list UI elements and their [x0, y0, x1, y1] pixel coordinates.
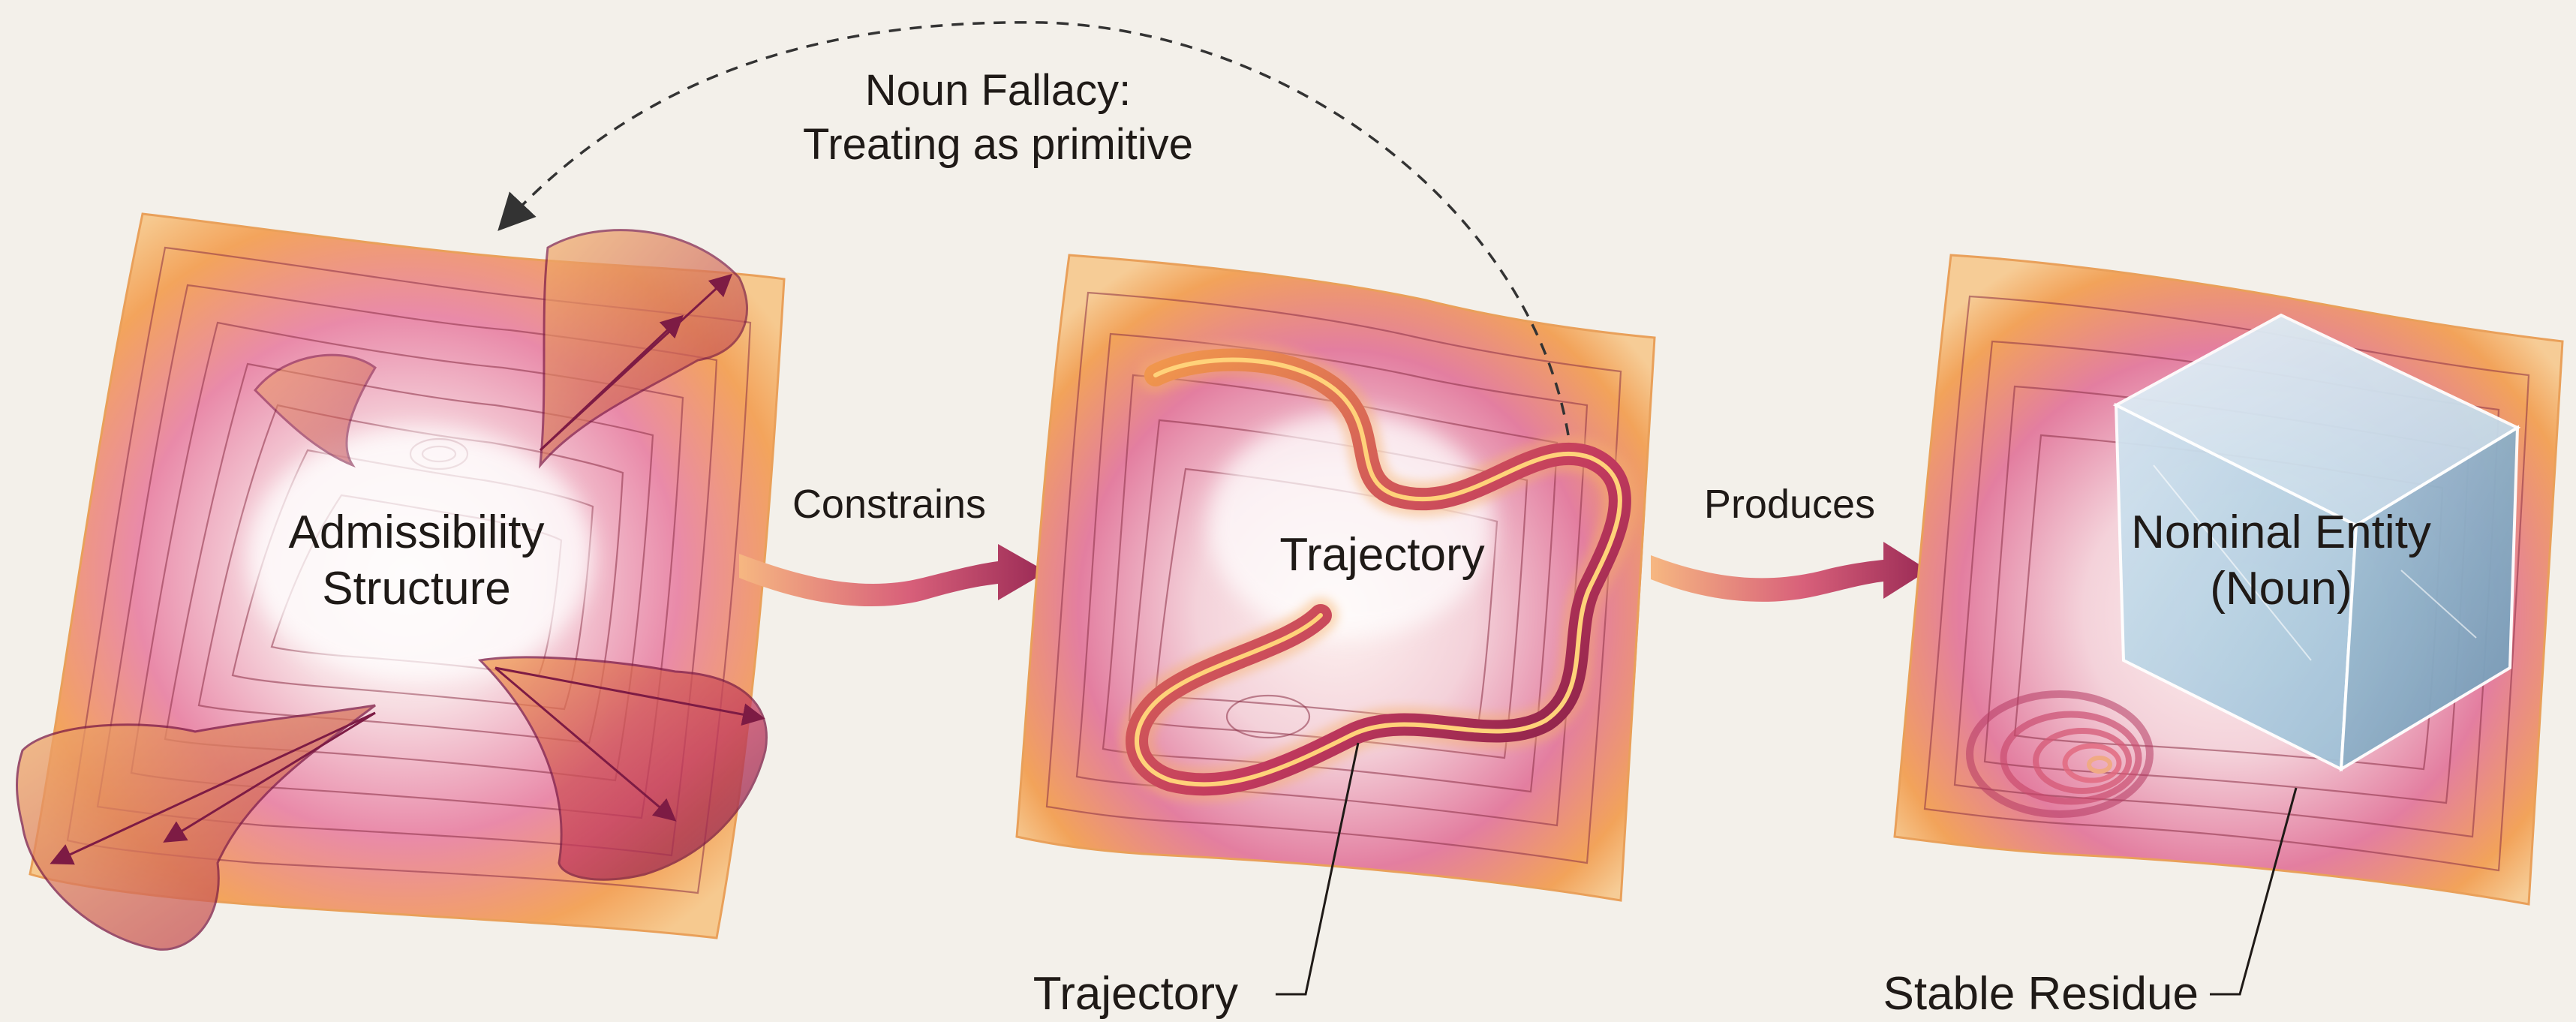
produces-arrow [1651, 542, 1928, 602]
nominal-label-line2: (Noun) [2210, 563, 2352, 615]
trajectory-label: Trajectory [1279, 529, 1484, 581]
admissibility-label-line2: Structure [322, 563, 511, 615]
admissibility-panel: Admissibility Structure [17, 214, 785, 949]
admissibility-label-line1: Admissibility [288, 506, 544, 558]
noun-fallacy-line1: Noun Fallacy: [865, 66, 1132, 115]
residue-callout-label: Stable Residue [1883, 968, 2199, 1020]
constrains-arrow [739, 544, 1047, 606]
trajectory-panel: Trajectory Trajectory [1017, 255, 1655, 1020]
constrains-label: Constrains [792, 482, 986, 527]
produces-label: Produces [1704, 482, 1875, 527]
trajectory-callout-label: Trajectory [1033, 968, 1238, 1020]
noun-fallacy-line2: Treating as primitive [803, 120, 1193, 169]
produces-edge: Produces [1651, 482, 1928, 602]
constrains-edge: Constrains [739, 482, 1047, 606]
nominal-label-line1: Nominal Entity [2131, 506, 2431, 558]
nominal-panel: Nominal Entity (Noun) Stable Residue [1883, 255, 2563, 1020]
